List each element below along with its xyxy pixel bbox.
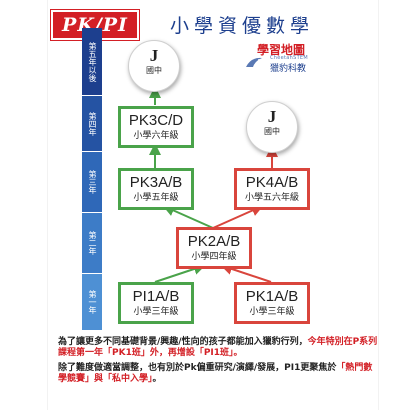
logo-name: 獵豹科教 [270,64,307,74]
note-paragraph-1: 為了讓更多不同基礎背景/興趣/性向的孩子都能加入獵豹行列，今年特別在P系列課程第… [58,337,378,358]
course-pk1ab: PK1A/B 小學三年級 [234,282,310,324]
year-label-5: 第五年以後 [82,28,102,95]
header-badge: PK/PI [51,10,139,40]
arrow-pk1ab-to-pk2ab [220,263,272,283]
year-label-3: 第三年 [82,152,102,212]
goal-letter: J [149,46,159,65]
course-pk3ab: PK3A/B 小學五年級 [118,168,194,210]
goal-school: 國中 [146,66,162,75]
goal-school: 國中 [264,127,280,136]
notes: 為了讓更多不同基礎背景/興趣/性向的孩子都能加入獵豹行列，今年特別在P系列課程第… [58,337,380,389]
goal-circle-junior-high-2: J 國中 [246,101,298,153]
year-label-2: 第二年 [82,213,102,273]
course-pi1ab: PI1A/B 小學三年級 [118,282,194,324]
course-pk2ab: PK2A/B 小學四年級 [176,227,252,269]
year-label-4: 第四年 [82,96,102,151]
goal-circle-junior-high-1: J 國中 [128,40,180,92]
arrow-pi1ab-to-pk2ab [154,263,206,283]
logo-small-text: CheetahSTEM [270,55,309,61]
year-label-1: 第一年 [82,274,102,330]
arrow-pk2ab-to-pk4ab [212,204,264,229]
header-title: 小學資優數學 [170,15,315,37]
map-subtitle: 學習地圖 [257,43,306,57]
course-pk3cd: PK3C/D 小學六年級 [118,106,194,148]
course-pk4ab: PK4A/B 小學五六年級 [234,168,310,210]
header-code: PK/PI [62,14,128,36]
goal-letter: J [267,107,277,126]
note-paragraph-2: 除了難度做適當調整，也有別於Pk偏重研究/演繹/發展，PI1更聚焦於「熱門數學競… [58,363,373,384]
page-background [48,0,378,410]
cheetah-logo-icon [246,57,262,67]
arrow-pk2ab-to-pk3ab [162,204,214,229]
